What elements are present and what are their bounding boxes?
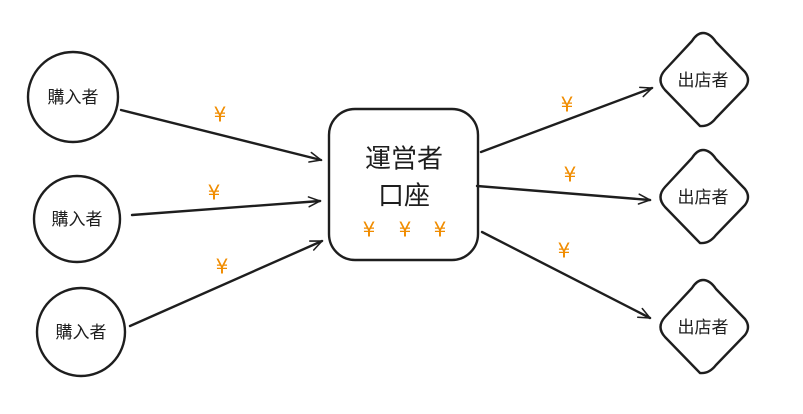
seller-label: 出店者 (678, 71, 729, 91)
seller-label: 出店者 (678, 318, 729, 338)
arrow-operator-to-seller3 (480, 230, 650, 320)
buyer-node-1: 購入者 (26, 50, 120, 144)
seller-node-2: 出店者 (659, 148, 750, 245)
yen-mark: ¥ (399, 218, 412, 242)
arrow-operator-to-seller1 (479, 88, 652, 154)
buyer-node-3: 購入者 (35, 286, 127, 378)
edge-yen-label: ¥ (558, 239, 571, 263)
edge-labels: ¥ ¥ ¥ ¥ ¥ ¥ (208, 93, 577, 279)
arrows (119, 88, 652, 328)
arrow-buyer1-to-operator (119, 108, 321, 160)
buyer-label: 購入者 (56, 323, 107, 343)
operator-label: 運営者 (365, 145, 443, 175)
arrow-buyer2-to-operator (130, 201, 320, 217)
edge-yen-label: ¥ (208, 181, 221, 205)
edge-yen-label: ¥ (216, 255, 229, 279)
account-label: 口座 (378, 182, 430, 212)
operator-account-node: 運営者 口座 ¥ ¥ ¥ (327, 107, 480, 262)
edge-yen-label: ¥ (214, 103, 227, 127)
seller-node-3: 出店者 (659, 278, 750, 375)
yen-mark: ¥ (434, 218, 447, 242)
yen-mark: ¥ (363, 218, 376, 242)
buyer-node-2: 購入者 (32, 174, 122, 264)
seller-label: 出店者 (678, 188, 729, 208)
edge-yen-label: ¥ (564, 163, 577, 187)
buyer-label: 購入者 (52, 210, 103, 230)
arrow-operator-to-seller2 (475, 184, 650, 200)
edge-yen-label: ¥ (561, 93, 574, 117)
buyer-label: 購入者 (48, 88, 99, 108)
seller-node-1: 出店者 (659, 31, 750, 128)
arrow-buyer3-to-operator (128, 239, 322, 328)
